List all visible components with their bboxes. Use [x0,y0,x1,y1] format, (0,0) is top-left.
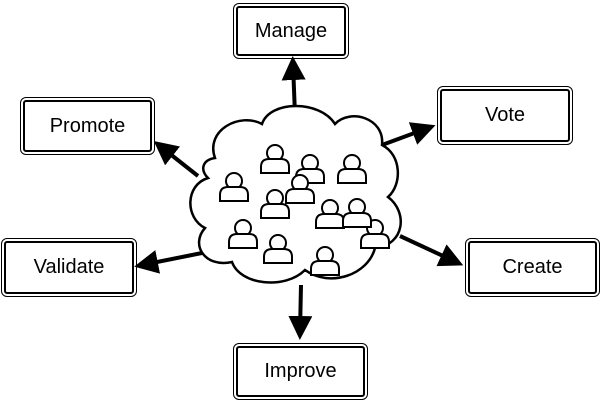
node-improve-label: Improve [264,360,337,382]
person-icon [310,246,340,276]
person-icon [295,154,325,184]
node-promote: Promote [20,97,155,155]
person-icon [337,154,367,184]
arrow-to-validate [134,249,213,274]
person-icon [263,234,293,264]
person-icon [219,172,249,202]
arrows [134,56,464,340]
person-icon [260,144,290,174]
person-icon [315,199,345,229]
node-vote-label: Vote [484,104,526,126]
node-create: Create [465,238,600,297]
arrow-to-create [399,234,464,267]
person-icon [228,219,258,249]
person-icon [260,189,290,219]
node-manage: Manage [233,3,349,59]
node-vote: Vote [437,86,573,145]
arrow-to-vote [381,122,436,147]
node-create-label: Create [502,256,563,278]
node-validate: Validate [1,238,137,297]
arrow-to-improve [288,284,313,340]
crowd-people [219,144,390,276]
person-icon [285,174,315,204]
node-validate-label: Validate [33,256,105,278]
node-manage-label: Manage [254,19,328,42]
node-promote-label: Promote [49,114,126,137]
person-icon [360,219,390,249]
person-icon [342,198,372,228]
node-improve: Improve [233,343,368,400]
arrow-to-promote [153,141,200,178]
